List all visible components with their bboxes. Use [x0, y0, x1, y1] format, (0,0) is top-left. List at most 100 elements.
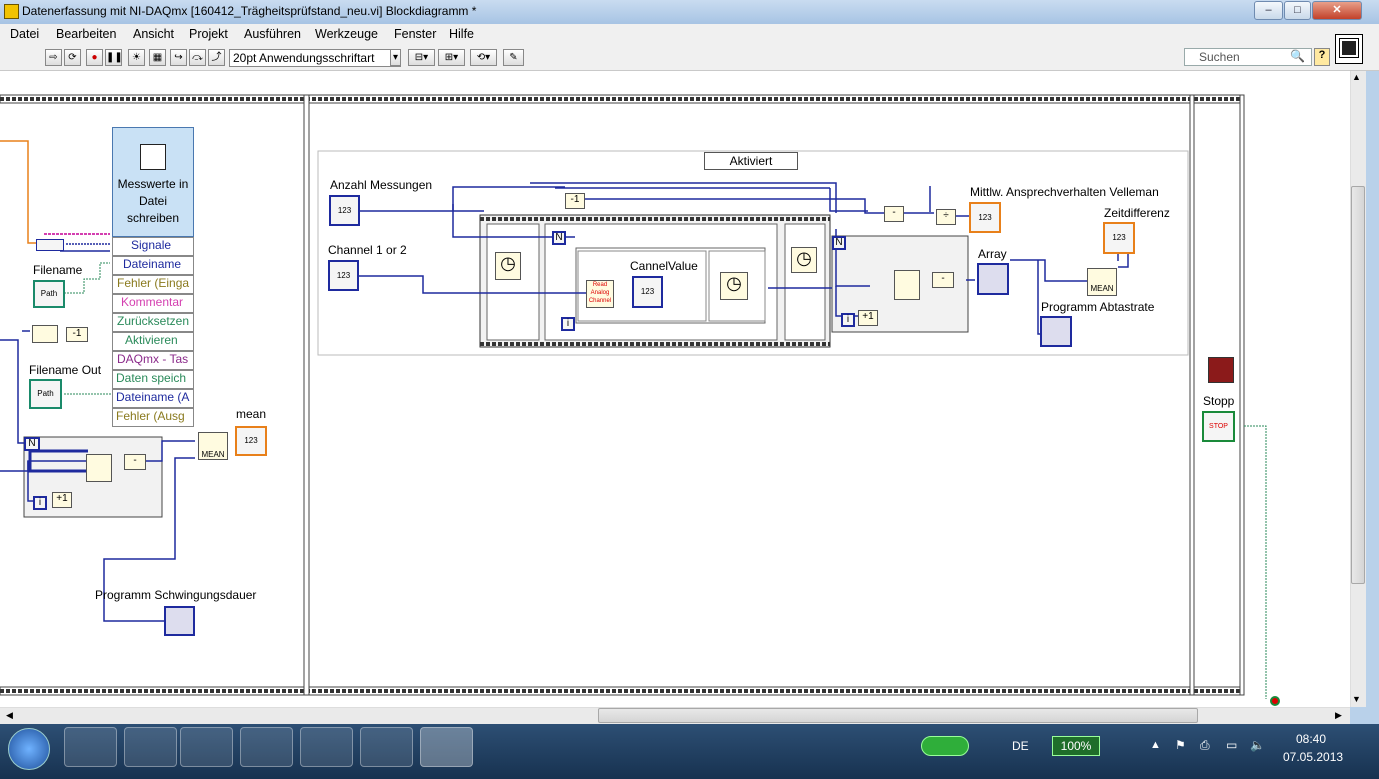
- labview-task-icon[interactable]: [420, 727, 473, 767]
- scroll-up-icon[interactable]: ▲: [1352, 72, 1361, 82]
- scroll-right-icon[interactable]: ▶: [1335, 710, 1342, 720]
- vertical-scroll-thumb[interactable]: [1351, 186, 1365, 584]
- retain-wire-values-icon[interactable]: ▦: [149, 49, 166, 66]
- cannelvalue-indicator[interactable]: 123: [632, 276, 663, 308]
- while-loop-index[interactable]: i: [561, 317, 575, 331]
- block-diagram-canvas[interactable]: Messwerte in Datei schreiben Signale Dat…: [0, 71, 1350, 707]
- pause-icon[interactable]: ❚❚: [105, 49, 123, 66]
- horizontal-scroll-thumb[interactable]: [598, 708, 1198, 723]
- reorder-icon[interactable]: ⟲▾: [470, 49, 497, 66]
- clock-time[interactable]: 08:40: [1296, 732, 1327, 746]
- close-button[interactable]: ✕: [1312, 1, 1362, 20]
- index-array-node-left[interactable]: [86, 454, 112, 482]
- clock-icon[interactable]: ◷: [495, 252, 521, 280]
- menu-ausfuehren[interactable]: Ausführen: [244, 27, 301, 41]
- clock-icon[interactable]: ◷: [720, 272, 748, 300]
- terminal-fehler-eingang[interactable]: Fehler (Einga: [112, 275, 194, 294]
- search-input[interactable]: Suchen: [1184, 48, 1312, 66]
- word-icon[interactable]: [360, 727, 413, 767]
- start-button[interactable]: [8, 728, 50, 770]
- terminal-signale[interactable]: Signale: [112, 237, 194, 256]
- search-icon[interactable]: 🔍: [1290, 49, 1305, 63]
- menu-datei[interactable]: Datei: [10, 27, 40, 41]
- battery-indicator[interactable]: 100%: [1052, 736, 1100, 756]
- mittlw-indicator[interactable]: 123: [969, 202, 1001, 233]
- case-selector[interactable]: Aktiviert: [704, 152, 798, 170]
- flag-icon[interactable]: ⚑: [1175, 738, 1186, 752]
- filename-path-control[interactable]: Path: [33, 280, 65, 308]
- font-select[interactable]: 20pt Anwendungsschriftart: [229, 49, 401, 67]
- scroll-down-icon[interactable]: ▼: [1352, 694, 1361, 704]
- step-over-icon[interactable]: ⤼: [189, 49, 206, 66]
- subtract-node-left[interactable]: -: [124, 454, 146, 470]
- terminal-dateiname[interactable]: Dateiname: [112, 256, 194, 275]
- scroll-left-icon[interactable]: ◀: [6, 710, 13, 720]
- express-vi-header[interactable]: Messwerte in Datei schreiben: [112, 127, 194, 237]
- mean-function-right[interactable]: MEAN: [1087, 268, 1117, 296]
- zeitdifferenz-indicator[interactable]: 123: [1103, 222, 1135, 254]
- menu-fenster[interactable]: Fenster: [394, 27, 437, 41]
- internet-explorer-icon[interactable]: [64, 727, 117, 767]
- subtract-node-top[interactable]: -: [884, 206, 904, 222]
- maximize-button[interactable]: □: [1284, 1, 1311, 20]
- distribute-objects-icon[interactable]: ⊞▾: [438, 49, 465, 66]
- show-hidden-icons[interactable]: ▲: [1150, 739, 1161, 751]
- terminal-daten-speichern[interactable]: Daten speich: [112, 370, 194, 389]
- chevron-down-icon[interactable]: ▾: [390, 49, 401, 66]
- abtastrate-graph[interactable]: [1040, 316, 1072, 347]
- menu-projekt[interactable]: Projekt: [189, 27, 228, 41]
- abort-icon[interactable]: ●: [86, 49, 103, 66]
- outlook-icon[interactable]: [240, 727, 293, 767]
- menu-bearbeiten[interactable]: Bearbeiten: [56, 27, 117, 41]
- device-icon[interactable]: ⎙: [1200, 738, 1210, 752]
- minimize-button[interactable]: –: [1254, 1, 1283, 20]
- media-player-icon[interactable]: [180, 727, 233, 767]
- loop-condition-stop-icon[interactable]: [1270, 696, 1280, 706]
- cleanup-diagram-icon[interactable]: ✎: [503, 49, 524, 66]
- increment-node-right[interactable]: +1: [858, 310, 878, 326]
- clock-icon[interactable]: ◷: [791, 247, 817, 273]
- highlight-execution-icon[interactable]: ☀: [128, 49, 145, 66]
- run-arrow-icon[interactable]: ⇨: [45, 49, 62, 66]
- menu-ansicht[interactable]: Ansicht: [133, 27, 174, 41]
- anzahl-messungen-control[interactable]: 123: [329, 195, 360, 226]
- explorer-icon[interactable]: [124, 727, 177, 767]
- mean-function-left[interactable]: MEAN: [198, 432, 228, 460]
- build-array-node[interactable]: [32, 325, 58, 343]
- monitor-icon[interactable]: ▭: [1226, 738, 1238, 752]
- terminal-daqmx-task[interactable]: DAQmx - Tas: [112, 351, 194, 370]
- align-objects-icon[interactable]: ⊟▾: [408, 49, 435, 66]
- run-continuously-icon[interactable]: ⟳: [64, 49, 81, 66]
- mean-indicator[interactable]: 123: [235, 426, 267, 456]
- volume-icon[interactable]: 🔈: [1250, 738, 1265, 752]
- step-out-icon[interactable]: ⤴: [208, 49, 225, 66]
- schwingungsdauer-graph[interactable]: [164, 606, 195, 636]
- for-loop-count-right[interactable]: N: [832, 236, 846, 250]
- increment-node-left[interactable]: +1: [52, 492, 72, 508]
- for-loop-index-right[interactable]: i: [841, 313, 855, 327]
- divide-node[interactable]: ÷: [936, 209, 956, 225]
- merge-signals-node[interactable]: [36, 239, 64, 251]
- filename-out-path-indicator[interactable]: Path: [29, 379, 62, 409]
- decrement-node-case[interactable]: -1: [565, 193, 585, 209]
- terminal-kommentar[interactable]: Kommentar: [112, 294, 194, 313]
- decrement-node[interactable]: -1: [66, 327, 88, 342]
- clock-date[interactable]: 07.05.2013: [1283, 750, 1344, 764]
- while-loop-count[interactable]: N: [552, 231, 566, 245]
- array-indicator[interactable]: [977, 263, 1009, 295]
- subtract-node-right[interactable]: -: [932, 272, 954, 288]
- terminal-dateiname-out[interactable]: Dateiname (A: [112, 389, 194, 408]
- channel-control[interactable]: 123: [328, 260, 359, 291]
- read-analog-channel-node[interactable]: Read Analog Channel: [586, 280, 614, 308]
- for-loop-count-left[interactable]: N: [24, 437, 40, 451]
- terminal-aktivieren[interactable]: Aktivieren: [112, 332, 194, 351]
- step-into-icon[interactable]: ↪: [170, 49, 187, 66]
- menu-werkzeuge[interactable]: Werkzeuge: [315, 27, 378, 41]
- menu-hilfe[interactable]: Hilfe: [449, 27, 475, 41]
- powerpoint-icon[interactable]: [300, 727, 353, 767]
- terminal-fehler-ausgang[interactable]: Fehler (Ausg: [112, 408, 194, 427]
- index-array-node-right[interactable]: [894, 270, 920, 300]
- help-button[interactable]: ?: [1314, 48, 1330, 66]
- for-loop-index-left[interactable]: i: [33, 496, 47, 510]
- network-icon[interactable]: [921, 736, 969, 756]
